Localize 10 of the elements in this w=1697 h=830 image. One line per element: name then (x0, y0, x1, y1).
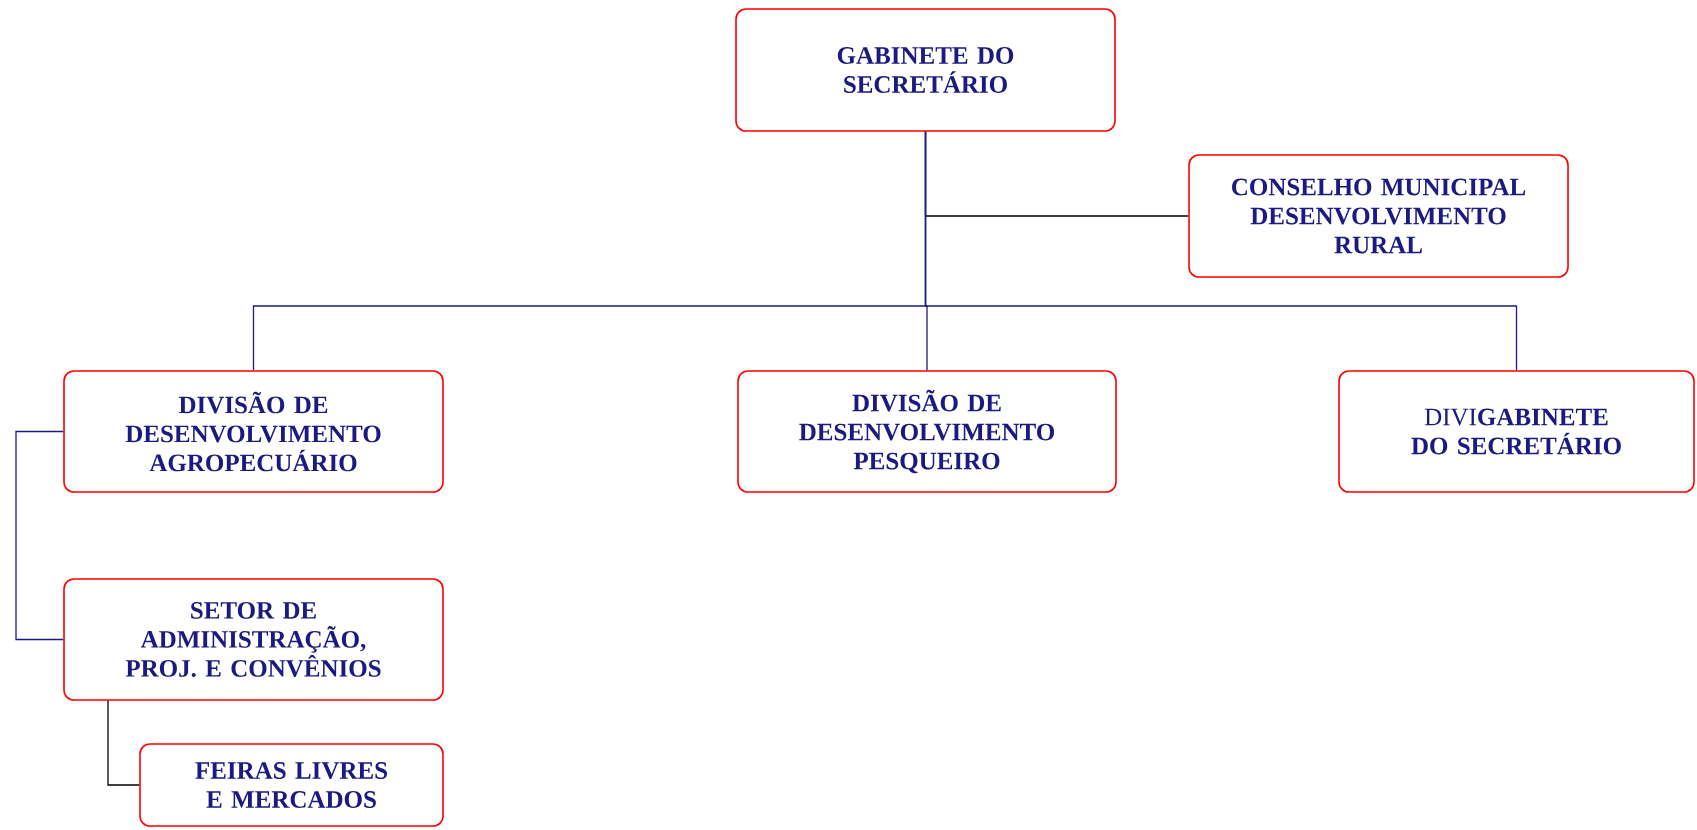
org-box: DIVISÃO DE DESENVOLVIMENTO AGROPECUÁRIO (63, 370, 444, 493)
org-box: GABINETE DO SECRETÁRIO (735, 8, 1116, 132)
org-box: DIVIGABINETE DO SECRETÁRIO (1338, 370, 1695, 493)
org-box: FEIRAS LIVRES E MERCADOS (139, 743, 444, 827)
org-box: SETOR DE ADMINISTRAÇÃO, PROJ. E CONVÊNIOS (63, 578, 444, 701)
org-box: DIVISÃO DE DESENVOLVIMENTO PESQUEIRO (737, 370, 1117, 493)
org-box: CONSELHO MUNICIPAL DESENVOLVIMENTO RURAL (1188, 154, 1569, 278)
connector-line (15, 430, 64, 641)
connector-line (107, 700, 140, 786)
connector-line (924, 131, 1518, 371)
